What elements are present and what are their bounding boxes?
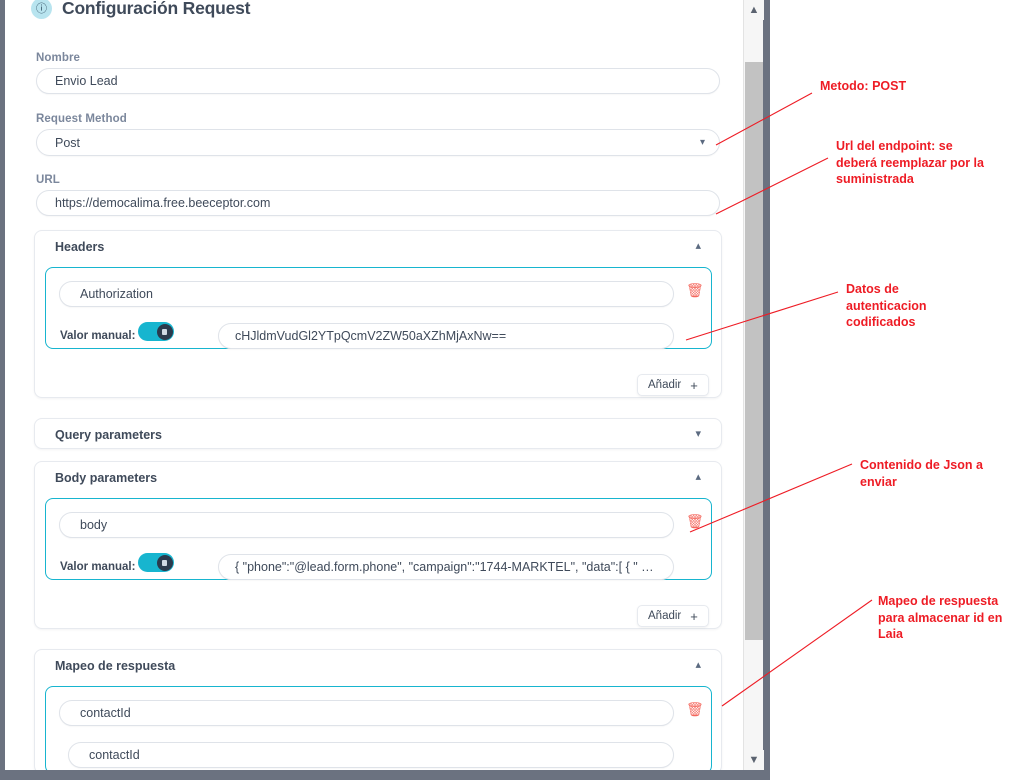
- window-left-edge: [0, 0, 5, 772]
- plus-icon: +: [690, 608, 698, 624]
- section-query-title: Query parameters: [55, 427, 163, 442]
- section-body-header[interactable]: Body parameters ▴: [35, 462, 721, 493]
- add-body-button[interactable]: Añadir +: [637, 605, 709, 627]
- chevron-up-icon[interactable]: ▴: [695, 240, 701, 252]
- panel-scrollbar[interactable]: ▲ ▼: [743, 0, 764, 770]
- delete-body-icon[interactable]: 🗑: [686, 514, 704, 530]
- mapping-param-row: contactId 🗑 contactId: [45, 686, 712, 770]
- method-label: Request Method: [36, 113, 127, 125]
- page-title: Configuración Request: [62, 0, 251, 18]
- chevron-up-icon[interactable]: ▴: [695, 471, 701, 483]
- chevron-down-icon[interactable]: ▾: [695, 428, 701, 440]
- annotation-auth: Datos de autenticacion codificados: [846, 282, 927, 330]
- toggle-knob-icon: [156, 554, 173, 571]
- info-circle-icon: ⓘ: [31, 0, 52, 19]
- chevron-up-icon[interactable]: ▴: [695, 659, 701, 671]
- annotation-json: Contenido de Json a enviar: [860, 458, 983, 489]
- body-manual-toggle[interactable]: [138, 553, 174, 572]
- mapping-target-input[interactable]: contactId: [68, 742, 674, 768]
- url-label: URL: [36, 174, 60, 186]
- scroll-down-arrow-icon[interactable]: ▼: [744, 750, 764, 770]
- plus-icon: +: [690, 377, 698, 393]
- section-headers-header[interactable]: Headers ▴: [35, 231, 721, 262]
- request-method-select[interactable]: Post ▾: [36, 129, 720, 156]
- section-body-title: Body parameters: [55, 470, 158, 485]
- mapping-source-input[interactable]: contactId: [59, 700, 674, 726]
- panel-header: ⓘ Configuración Request: [31, 0, 251, 19]
- body-manual-label: Valor manual:: [60, 561, 136, 573]
- url-input[interactable]: https://democalima.free.beeceptor.com: [36, 190, 720, 216]
- section-query-header[interactable]: Query parameters ▾: [35, 419, 721, 450]
- section-headers-title: Headers: [55, 239, 105, 254]
- name-input[interactable]: Envio Lead: [36, 68, 720, 94]
- name-label: Nombre: [36, 52, 81, 64]
- section-mapping-header[interactable]: Mapeo de respuesta ▴: [35, 650, 721, 681]
- scroll-up-arrow-icon[interactable]: ▲: [744, 0, 764, 20]
- section-query-parameters[interactable]: Query parameters ▾: [34, 418, 722, 449]
- header-value-input[interactable]: cHJldmVudGl2YTpQcmV2ZW50aXZhMjAxNw==: [218, 323, 674, 349]
- window-bottom-edge: [0, 770, 770, 780]
- annotation-url: Url del endpoint: se deberá reemplazar p…: [836, 139, 984, 187]
- delete-mapping-icon[interactable]: 🗑: [686, 702, 704, 718]
- header-key-input[interactable]: Authorization: [59, 281, 674, 307]
- body-value-input[interactable]: { "phone":"@lead.form.phone", "campaign"…: [218, 554, 674, 580]
- header-param-row: Authorization 🗑 Valor manual: cHJldmVudG…: [45, 267, 712, 349]
- header-manual-toggle[interactable]: [138, 322, 174, 341]
- request-method-value: Post: [55, 135, 81, 150]
- body-param-row: body 🗑 Valor manual: { "phone":"@lead.fo…: [45, 498, 712, 580]
- header-manual-label: Valor manual:: [60, 330, 136, 342]
- request-config-panel: ⓘ Configuración Request Nombre Envio Lea…: [5, 0, 743, 770]
- scrollbar-thumb[interactable]: [745, 62, 763, 640]
- toggle-knob-icon: [156, 323, 173, 340]
- add-body-label: Añadir: [648, 610, 682, 622]
- delete-header-icon[interactable]: 🗑: [686, 283, 704, 299]
- body-key-input[interactable]: body: [59, 512, 674, 538]
- annotation-method: Metodo: POST: [820, 79, 907, 93]
- add-header-label: Añadir: [648, 379, 682, 391]
- add-header-button[interactable]: Añadir +: [637, 374, 709, 396]
- section-mapping-title: Mapeo de respuesta: [55, 658, 176, 673]
- annotation-mapping: Mapeo de respuesta para almacenar id en …: [878, 594, 1003, 642]
- chevron-down-icon: ▾: [699, 136, 705, 148]
